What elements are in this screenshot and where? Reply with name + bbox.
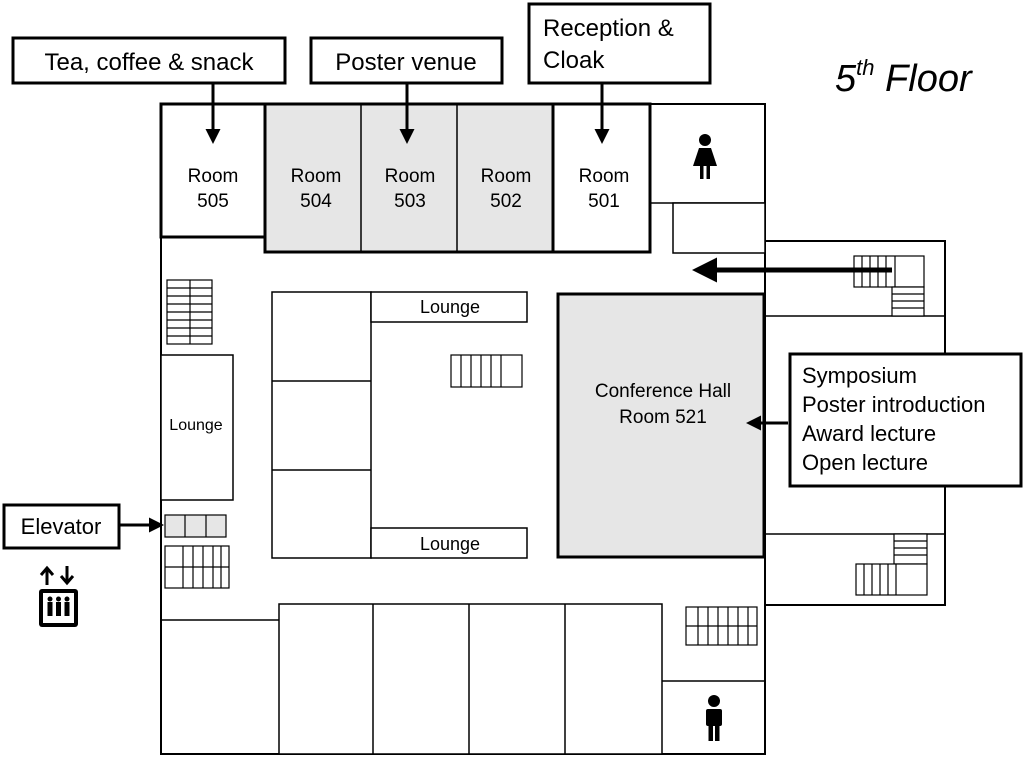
- floor-number: 5: [835, 58, 857, 100]
- poster-venue-block: [263, 102, 555, 254]
- floor-title: 5th Floor: [835, 55, 973, 100]
- lounge-bottom-label: Lounge: [420, 534, 480, 554]
- callout-events: Symposium Poster introduction Award lect…: [788, 352, 1023, 488]
- room-505-label-1: Room: [188, 166, 239, 187]
- poster-venue-label: Poster venue: [335, 49, 476, 76]
- conference-hall-label-2: Room 521: [619, 407, 707, 428]
- room-503-label-2: 503: [394, 191, 426, 212]
- floor-word: Floor: [875, 58, 973, 100]
- stairs-right-bottom: [855, 533, 928, 596]
- lounge-bottom[interactable]: Lounge: [370, 527, 528, 559]
- male-restroom-icon: [706, 695, 722, 741]
- reception-label-2: Cloak: [543, 47, 605, 74]
- room-502[interactable]: Room 502: [481, 166, 532, 212]
- room-502-label-1: Room: [481, 166, 532, 187]
- event-poster-introduction: Poster introduction: [802, 392, 985, 417]
- event-award-lecture: Award lecture: [802, 421, 936, 446]
- elevator-label: Elevator: [21, 514, 102, 539]
- room-501-label-1: Room: [579, 166, 630, 187]
- elevator-icon: [39, 565, 78, 627]
- female-restroom: [649, 104, 766, 254]
- callout-poster-venue: Poster venue: [309, 36, 504, 85]
- central-core: [271, 291, 372, 559]
- stairs-left-bottom: [164, 545, 230, 589]
- floor-suffix: th: [856, 55, 874, 80]
- lounge-left[interactable]: Lounge: [160, 354, 234, 501]
- room-504-label-2: 504: [300, 191, 332, 212]
- stairs-center: [450, 354, 523, 388]
- room-503-label-1: Room: [385, 166, 436, 187]
- room-502-label-2: 502: [490, 191, 522, 212]
- bottom-rooms: [161, 603, 765, 755]
- room-505[interactable]: Room 505: [159, 102, 267, 239]
- conference-hall-label-1: Conference Hall: [595, 381, 731, 402]
- lounge-left-label: Lounge: [169, 417, 222, 434]
- event-open-lecture: Open lecture: [802, 450, 928, 475]
- tea-coffee-snack-label: Tea, coffee & snack: [44, 49, 254, 76]
- callout-reception: Reception & Cloak: [527, 2, 712, 85]
- event-symposium: Symposium: [802, 363, 917, 388]
- callout-elevator: Elevator: [2, 503, 121, 550]
- lounge-top[interactable]: Lounge: [370, 291, 528, 323]
- callout-tea-coffee-snack: Tea, coffee & snack: [11, 36, 287, 85]
- room-503[interactable]: Room 503: [385, 166, 436, 212]
- stairs-left-top: [166, 279, 213, 345]
- room-501-label-2: 501: [588, 191, 620, 212]
- reception-label-1: Reception &: [543, 15, 674, 42]
- room-505-label-2: 505: [197, 191, 229, 212]
- room-504[interactable]: Room 504: [291, 166, 342, 212]
- stairs-bottom-right: [685, 606, 758, 646]
- elevator-shafts: [164, 514, 227, 538]
- lounge-top-label: Lounge: [420, 297, 480, 317]
- room-504-label-1: Room: [291, 166, 342, 187]
- female-restroom-icon: [693, 134, 717, 179]
- conference-hall[interactable]: Conference Hall Room 521: [556, 292, 766, 559]
